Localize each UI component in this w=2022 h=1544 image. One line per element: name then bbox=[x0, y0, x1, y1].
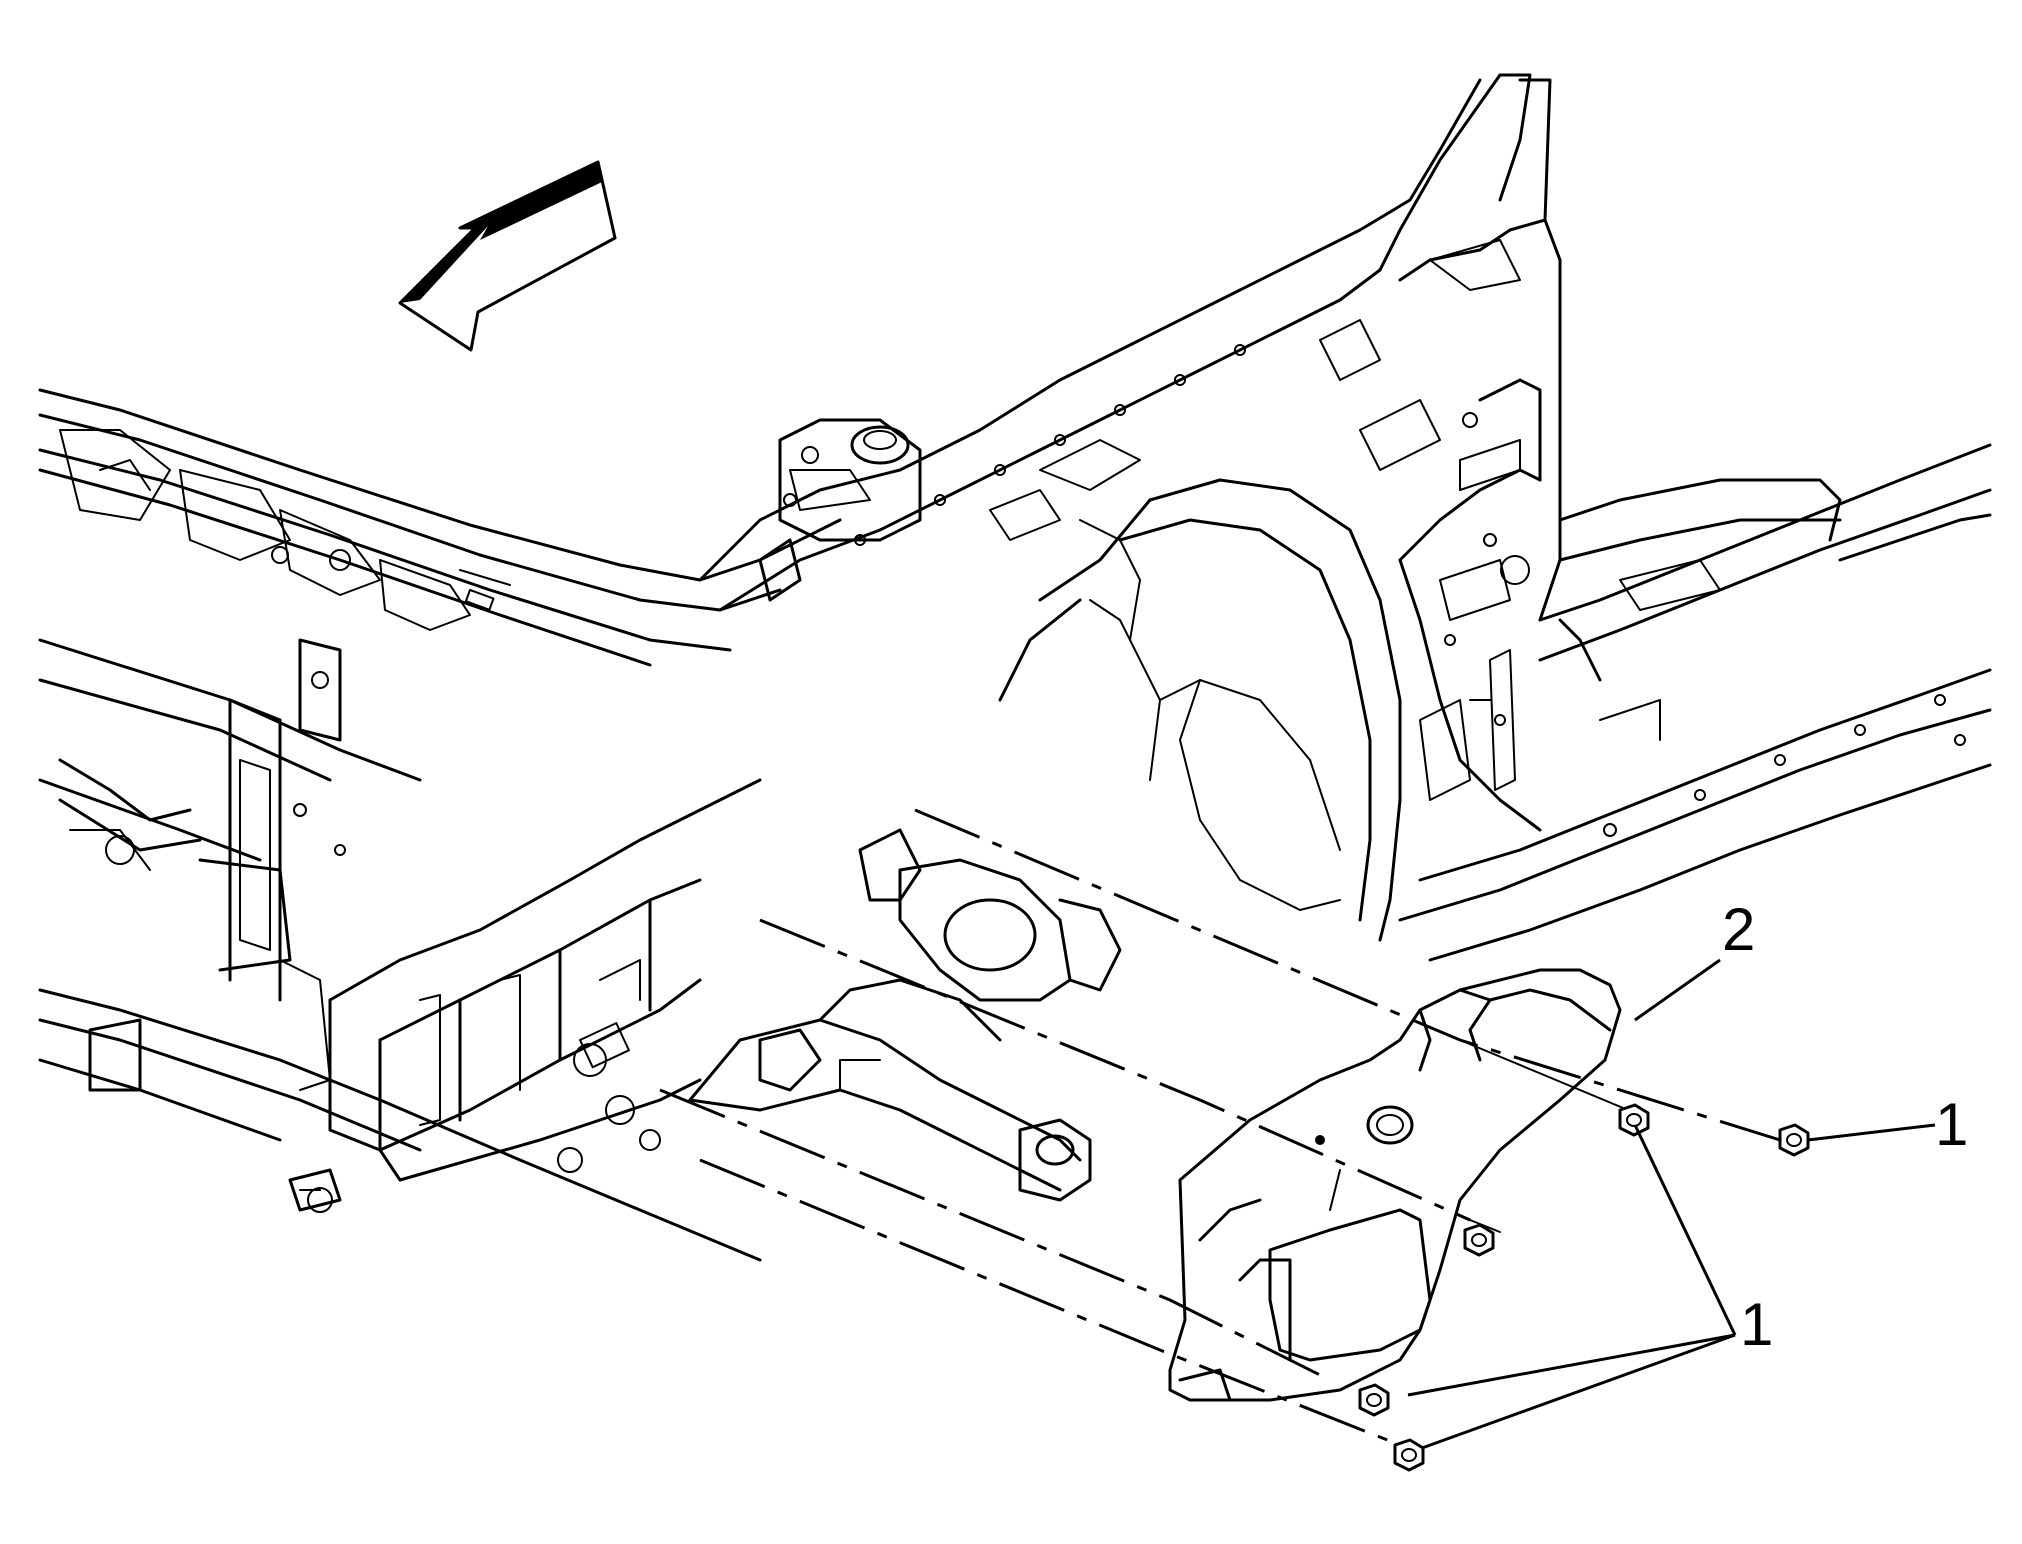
nut-icon bbox=[1393, 1438, 1425, 1472]
nut-icon bbox=[1618, 1103, 1650, 1137]
splash-shield bbox=[1168, 968, 1622, 1402]
nut-icon bbox=[1358, 1383, 1390, 1417]
wheelhouse-panel bbox=[698, 73, 1562, 942]
nut-icon bbox=[1778, 1123, 1810, 1157]
rocker-panel bbox=[1398, 443, 1992, 962]
radiator-support bbox=[38, 388, 842, 667]
callout-fastener-right: 1 bbox=[1935, 1091, 1968, 1158]
alignment-lines bbox=[659, 808, 1781, 1447]
leader-lines bbox=[1407, 958, 1936, 1450]
front-frame-box bbox=[288, 778, 762, 1213]
callout-shield: 2 bbox=[1722, 896, 1755, 963]
callout-fastener-group: 1 bbox=[1740, 1291, 1773, 1358]
forward-arrow-icon bbox=[398, 160, 617, 352]
front-frame-rail bbox=[38, 638, 762, 1262]
lower-control-arm bbox=[688, 828, 1122, 1202]
strut-tower bbox=[758, 418, 922, 602]
nut-icon bbox=[1463, 1223, 1495, 1257]
